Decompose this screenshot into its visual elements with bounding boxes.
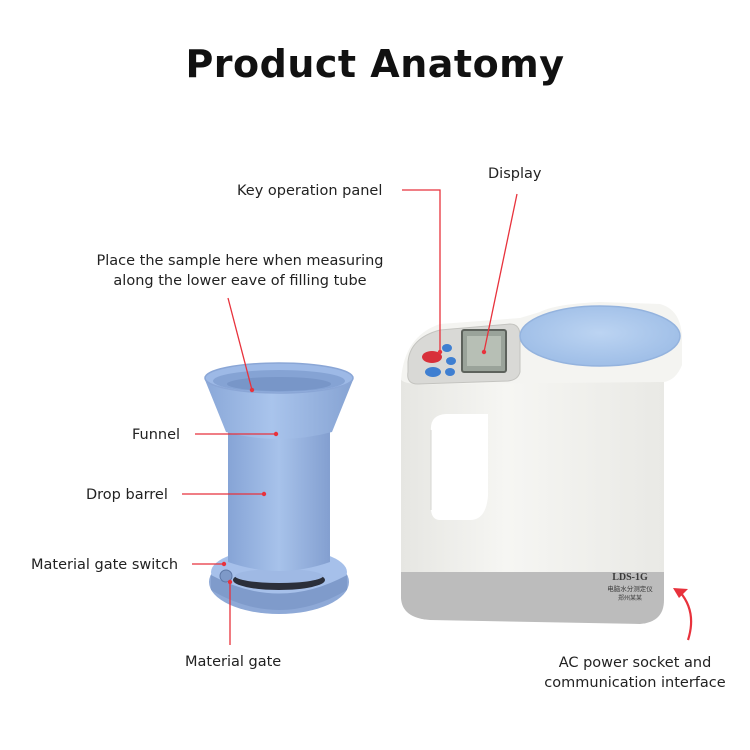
page-title: Product Anatomy <box>185 42 565 86</box>
leader-lines <box>182 189 693 645</box>
filling-tube <box>204 362 354 614</box>
label-material-gate-switch: Material gate switch <box>31 557 179 573</box>
label-ac-power-line1: AC power socket and <box>558 655 712 671</box>
leader-ac-power <box>679 591 693 641</box>
model-label: LDS-1G <box>612 572 648 583</box>
key-4 <box>445 368 455 376</box>
device-base <box>401 570 664 624</box>
material-gate-switch-knob <box>219 569 233 583</box>
label-place-sample-line2: along the lower eave of filling tube <box>113 273 367 289</box>
leader-key-operation-panel <box>402 189 441 352</box>
device-name-label: 电脑水分测定仪 <box>607 584 653 593</box>
leader-display <box>483 193 518 353</box>
handle-opening <box>430 414 488 520</box>
label-funnel: Funnel <box>132 427 181 443</box>
moisture-meter: LDS-1G 电脑水分测定仪 郑州某某 <box>401 302 682 624</box>
key-2 <box>446 357 456 365</box>
funnel-cone <box>205 380 353 439</box>
leader-place-sample <box>227 297 253 391</box>
power-key <box>422 351 442 363</box>
label-place-sample-line1: Place the sample here when measuring <box>96 253 384 269</box>
sample-lid <box>519 305 681 367</box>
label-drop-barrel: Drop barrel <box>86 487 168 503</box>
label-display: Display <box>488 166 542 182</box>
leader-dots <box>221 349 487 585</box>
manufacturer-label: 郑州某某 <box>618 594 642 602</box>
label-ac-power-line2: communication interface <box>544 675 726 691</box>
key-1 <box>442 344 452 352</box>
drop-barrel <box>228 430 330 571</box>
ac-power-arrowhead <box>673 588 688 598</box>
label-key-operation-panel: Key operation panel <box>237 183 383 199</box>
label-material-gate: Material gate <box>185 654 282 670</box>
key-3 <box>425 367 441 377</box>
